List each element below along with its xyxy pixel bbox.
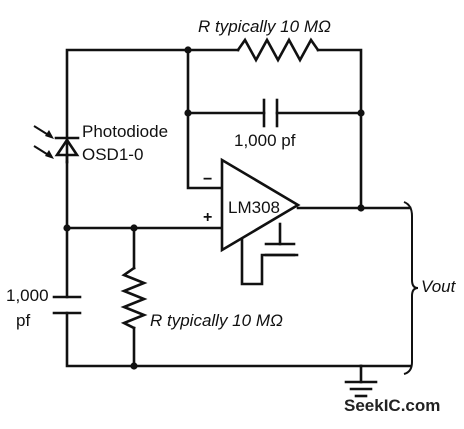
light-arrows-icon <box>33 125 54 159</box>
bias-resistor <box>120 266 148 330</box>
input-capacitor-label-line1: 1,000 <box>6 286 49 305</box>
output-voltage-label: Vout <box>421 277 457 296</box>
feedback-capacitor <box>262 98 279 128</box>
bias-resistor-label: R typically 10 MΩ <box>150 311 283 330</box>
junction-dot <box>63 224 71 232</box>
ground-icon <box>344 364 378 398</box>
input-wiring <box>65 160 363 368</box>
junction-dot <box>130 362 138 370</box>
junction-dot <box>130 224 138 232</box>
photodiode-icon <box>33 125 80 164</box>
feedback-capacitor-label: 1,000 pf <box>234 131 296 150</box>
feedback-resistor-label: R typically 10 MΩ <box>198 17 331 36</box>
output-wiring <box>359 201 419 375</box>
watermark: SeekIC.com <box>344 396 440 415</box>
opamp-lm308 <box>220 157 363 286</box>
noninverting-input-sign: + <box>203 209 212 226</box>
feedback-wiring <box>65 48 363 210</box>
junction-dot <box>184 109 192 117</box>
photodiode-part-label: OSD1-0 <box>82 145 143 164</box>
junction-dot <box>357 109 365 117</box>
feedback-resistor <box>236 37 320 63</box>
inverting-input-sign: − <box>203 171 212 188</box>
input-capacitor-label-line2: pf <box>16 311 30 330</box>
junction-dot <box>184 46 192 54</box>
opamp-label: LM308 <box>228 198 280 217</box>
input-capacitor <box>52 295 82 315</box>
photodiode-label: Photodiode <box>82 122 168 141</box>
